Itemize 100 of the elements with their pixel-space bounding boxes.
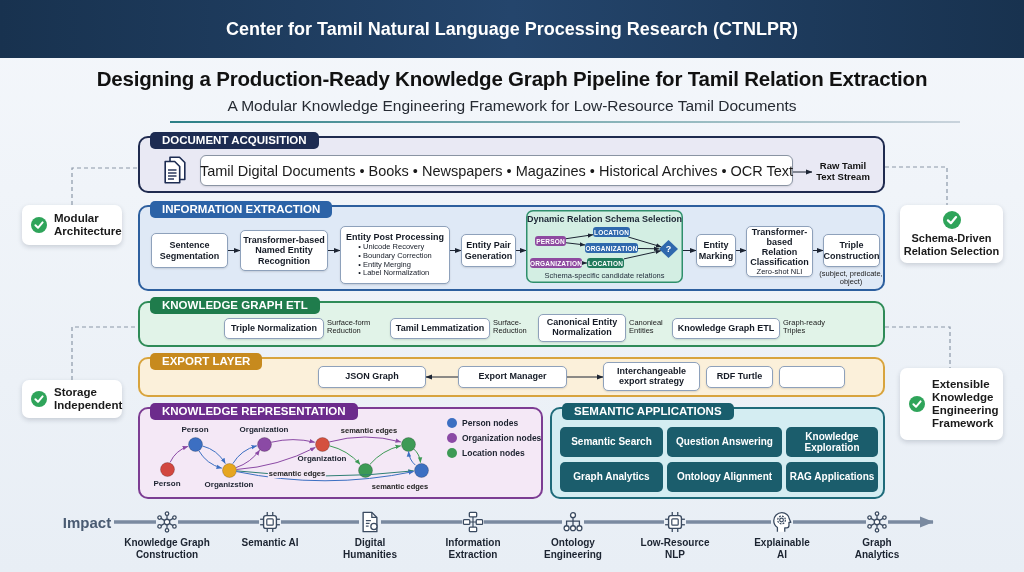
network-icon	[156, 511, 178, 533]
node-circle	[221, 462, 237, 478]
decision-diamond: ?	[659, 240, 678, 258]
note-card	[900, 205, 1003, 263]
arrow	[566, 374, 604, 380]
layer-tab: EXPORT LAYER	[150, 353, 263, 370]
line	[381, 520, 462, 524]
process-box: Entity Marking	[696, 234, 736, 267]
box-title: Transformer-based Relation Classification	[749, 226, 810, 267]
impact-label: Knowledge Graph Construction	[123, 537, 211, 560]
application-tile: Graph Analytics	[560, 462, 663, 492]
arrow	[792, 169, 813, 175]
source-box: Tamil Digital Documents • Books • Newspapers • Magazines • Historical Archives • OCR Text	[200, 155, 793, 186]
node-circle	[314, 436, 330, 452]
arrow	[627, 236, 662, 248]
application-tile: Semantic Search	[560, 427, 663, 457]
line	[584, 520, 664, 524]
head-gear-icon	[771, 511, 793, 533]
application-tile: RAG Applications	[786, 462, 878, 492]
arrow	[227, 247, 241, 254]
empty-box	[779, 366, 845, 388]
note-text: Modular Architecture	[54, 211, 122, 239]
line	[793, 520, 866, 524]
note-card	[22, 205, 122, 245]
impact-label: Semantic AI	[241, 537, 299, 549]
curved-arrow	[169, 445, 189, 463]
dashed-line	[884, 326, 951, 369]
process-box: Interchangeable export strategy	[603, 362, 700, 391]
curved-arrow	[328, 436, 402, 443]
hierarchy-icon	[562, 511, 584, 533]
node-circle	[159, 461, 175, 477]
arrow	[515, 247, 527, 254]
node-circle	[256, 436, 272, 452]
impact-label: Explainable AI	[753, 537, 811, 560]
process-box: Sentence Segmentation	[151, 233, 228, 268]
line	[178, 520, 259, 524]
impact-label: Low-Resource NLP	[639, 537, 711, 560]
node-circle	[187, 436, 203, 452]
arrow	[425, 374, 459, 380]
layer-tab: INFORMATION EXTRACTION	[150, 201, 333, 218]
flowchart-icon	[462, 511, 484, 533]
legend-label: Person nodes	[462, 418, 519, 428]
line	[484, 520, 562, 524]
process-box: Triple Construction	[823, 234, 880, 267]
impact-label: Information Extraction	[444, 537, 502, 560]
line	[281, 520, 359, 524]
curved-arrow	[236, 446, 316, 470]
node-circle	[357, 462, 373, 478]
note-text: Storage Independent	[54, 385, 123, 413]
impact-label: Ontology Engineering	[543, 537, 603, 560]
process-box: Triple Normalization	[224, 318, 324, 339]
curved-arrow	[270, 438, 316, 444]
dashed-line	[71, 167, 139, 206]
box-title: Entity Post Processing	[346, 231, 444, 242]
process-box	[746, 226, 813, 277]
curved-arrow	[235, 470, 415, 482]
arrow	[565, 242, 586, 247]
application-tile: Ontology Alignment	[667, 462, 782, 492]
arrow	[581, 260, 588, 266]
process-box: RDF Turtle	[706, 366, 773, 388]
arrow	[327, 247, 341, 254]
network-icon	[866, 511, 888, 533]
curved-arrow	[413, 448, 423, 463]
curved-arrow	[369, 444, 402, 465]
layer-tab: KNOWLEDGE REPRESENTATION	[150, 403, 358, 420]
stream-label: Raw Tamil Text Stream	[812, 160, 874, 184]
process-box: JSON Graph	[318, 366, 426, 388]
schema-panel	[526, 210, 683, 283]
curved-arrow	[406, 451, 416, 466]
curved-arrow	[198, 450, 223, 469]
process-box: Entity Pair Generation	[461, 234, 516, 267]
subtitle: A Modular Knowledge Engineering Framework for Low-Resource Tamil Documents	[227, 96, 797, 115]
header-title: Center for Tamil Natural Language Processing Research (CTNLPR)	[226, 18, 798, 40]
process-box: Export Manager	[458, 366, 567, 388]
node-label: Organization	[239, 425, 289, 434]
note-text: Schema-Driven Relation Selection	[902, 231, 1001, 258]
process-box: Knowledge Graph ETL	[672, 318, 780, 339]
line	[114, 520, 156, 524]
arrow	[735, 247, 747, 254]
document-icon	[359, 511, 381, 533]
arrow	[637, 246, 660, 251]
main-title: Designing a Production-Ready Knowledge Graph Pipeline for Tamil Relation Extraction	[96, 67, 928, 91]
application-tile: Knowledge Exploration	[786, 427, 878, 457]
node-label: Organization	[297, 454, 347, 463]
process-box	[340, 226, 450, 284]
curved-arrow	[235, 469, 415, 477]
note-text: Extensible Knowledge Engineering Framework	[932, 377, 999, 431]
layer-tab: SEMANTIC APPLICATIONS	[562, 403, 734, 420]
impact-label: Graph Analytics	[853, 537, 901, 560]
layer-tab: DOCUMENT ACQUISITION	[150, 132, 319, 149]
legend-label: Location nodes	[462, 448, 525, 458]
process-box: Transformer-based Named Entity Recognition	[240, 230, 328, 271]
legend-label: Organization nodes	[462, 433, 542, 443]
row-label: Impact	[60, 512, 114, 532]
arrow	[888, 516, 934, 528]
node-label: Person	[181, 425, 209, 434]
arrow	[623, 249, 662, 260]
node-label: Person	[153, 479, 181, 488]
layer-tab: KNOWLEDGE GRAPH ETL	[150, 297, 320, 314]
note-card	[900, 368, 1003, 440]
